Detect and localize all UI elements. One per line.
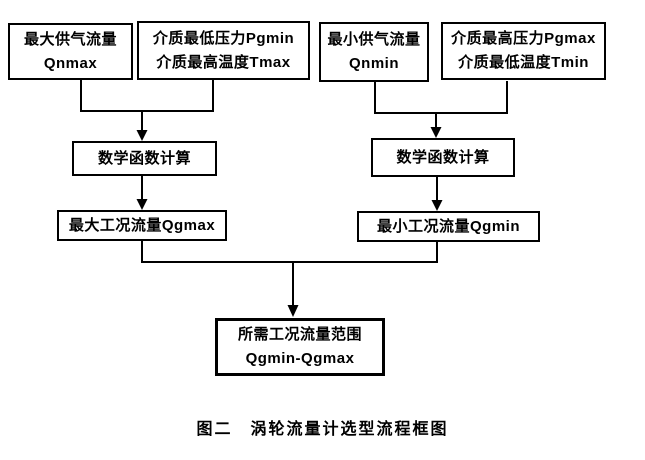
node-text-line2: 介质最低温度Tmin — [458, 54, 589, 71]
node-min-pressure-max-temp: 介质最低压力Pgmin 介质最高温度Tmax — [137, 21, 310, 80]
arrow-left-math-head — [136, 130, 148, 141]
figure-caption: 图二 涡轮流量计选型流程框图 — [196, 421, 449, 438]
node-text-line2: Qnmin — [349, 55, 399, 72]
node-math-calc-right: 数学函数计算 — [371, 138, 515, 177]
node-max-working-flow: 最大工况流量Qgmax — [57, 210, 227, 241]
merge-line-left — [80, 80, 214, 112]
node-text: 数学函数计算 — [396, 148, 490, 166]
node-min-working-flow: 最小工况流量Qgmin — [357, 211, 540, 242]
node-text-line1: 介质最高压力Pgmax — [451, 30, 596, 47]
node-text: 最小工况流量Qgmin — [377, 217, 520, 235]
node-max-supply-flow: 最大供气流量 Qnmax — [8, 23, 133, 80]
node-text-line1: 最大供气流量 — [23, 30, 117, 48]
node-text-line2: 介质最高温度Tmax — [156, 53, 291, 71]
node-required-flow-range: 所需工况流量范围 Qgmin-Qgmax — [215, 318, 385, 376]
node-text-line1: 最小供气流量 — [327, 31, 421, 48]
arrow-qgmin-head — [431, 200, 443, 211]
node-math-calc-left: 数学函数计算 — [72, 141, 217, 176]
merge-line-bottom — [141, 241, 438, 263]
node-text-line1: 介质最低压力Pgmin — [152, 29, 295, 47]
merge-line-right — [374, 81, 508, 114]
node-text: 最大工况流量Qgmax — [68, 216, 216, 234]
node-text-line2: Qnmax — [43, 54, 98, 72]
node-text: 数学函数计算 — [97, 149, 191, 167]
arrow-qgmax-head — [136, 199, 148, 210]
node-min-supply-flow: 最小供气流量 Qnmin — [319, 22, 429, 82]
node-max-pressure-min-temp: 介质最高压力Pgmax 介质最低温度Tmin — [441, 22, 606, 80]
arrow-result-head — [287, 305, 299, 317]
arrow-right-math-head — [430, 127, 442, 138]
node-text-line2: Qgmin-Qgmax — [245, 350, 355, 367]
node-text-line1: 所需工况流量范围 — [237, 326, 362, 343]
